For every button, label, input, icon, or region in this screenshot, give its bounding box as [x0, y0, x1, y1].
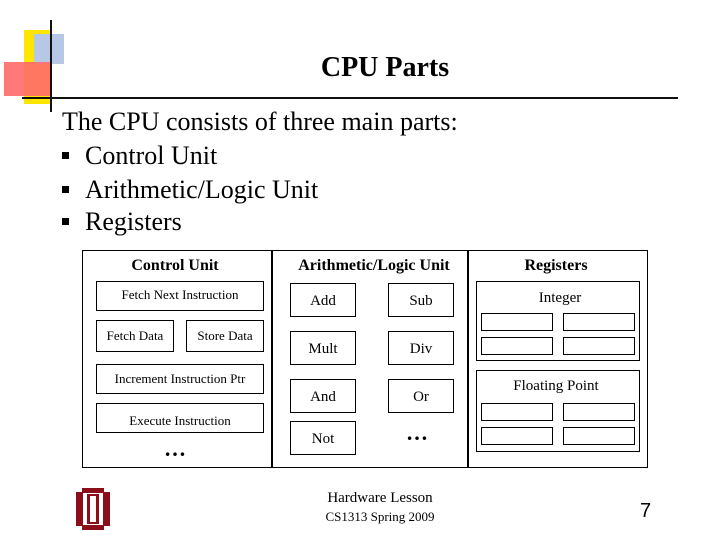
bullet-label: Arithmetic/Logic Unit — [85, 175, 319, 204]
control-unit-ellipsis: … — [164, 436, 188, 461]
bullet-label: Registers — [85, 207, 182, 236]
title-divider — [22, 97, 678, 99]
control-unit-title: Control Unit — [131, 257, 219, 274]
alu-op-div: Div — [388, 331, 454, 365]
registers-panel — [468, 250, 648, 468]
alu-panel — [272, 250, 468, 468]
fetch-next-instruction-box: Fetch Next Instruction — [96, 281, 264, 311]
floating-point-register — [481, 427, 553, 445]
registers-title: Registers — [524, 257, 588, 274]
bullet-label: Control Unit — [85, 141, 218, 170]
floating-point-register — [563, 403, 635, 421]
bullet-item: Control Unit — [62, 141, 217, 171]
integer-register — [563, 313, 635, 331]
alu-title: Arithmetic/Logic Unit — [298, 257, 450, 274]
store-data-box: Store Data — [186, 320, 264, 352]
integer-register — [481, 337, 553, 355]
integer-register — [481, 313, 553, 331]
bullet-square-icon — [62, 151, 69, 159]
decor-vertical-line — [50, 20, 52, 112]
page-number: 7 — [640, 500, 652, 522]
alu-op-sub: Sub — [388, 283, 454, 317]
alu-op-add: Add — [290, 283, 356, 317]
alu-ellipsis: … — [406, 420, 430, 445]
alu-op-and: And — [290, 379, 356, 413]
ou-logo-icon — [74, 488, 112, 535]
alu-op-or: Or — [388, 379, 454, 413]
integer-register-group — [476, 281, 640, 361]
floating-point-register-group — [476, 370, 640, 452]
execute-instruction-box: Execute Instruction — [96, 403, 264, 433]
slide-title: CPU Parts — [320, 52, 450, 83]
decor-blue-block — [34, 34, 64, 64]
integer-label: Integer — [538, 290, 582, 306]
footer-lesson-title: Hardware Lesson — [327, 490, 433, 506]
integer-register — [563, 337, 635, 355]
footer-course-info: CS1313 Spring 2009 — [325, 509, 435, 524]
alu-op-mult: Mult — [290, 331, 356, 365]
intro-text: The CPU consists of three main parts: — [62, 107, 458, 136]
increment-instruction-ptr-box: Increment Instruction Ptr — [96, 364, 264, 394]
floating-point-label: Floating Point — [513, 378, 599, 394]
bullet-square-icon — [62, 185, 69, 193]
floating-point-register — [563, 427, 635, 445]
control-unit-panel — [82, 250, 272, 468]
floating-point-register — [481, 403, 553, 421]
bullet-square-icon — [62, 217, 69, 225]
bullet-item: Registers — [62, 207, 182, 237]
decor-red-block — [4, 62, 52, 96]
bullet-item: Arithmetic/Logic Unit — [62, 175, 318, 205]
alu-op-not: Not — [290, 421, 356, 455]
fetch-data-box: Fetch Data — [96, 320, 174, 352]
